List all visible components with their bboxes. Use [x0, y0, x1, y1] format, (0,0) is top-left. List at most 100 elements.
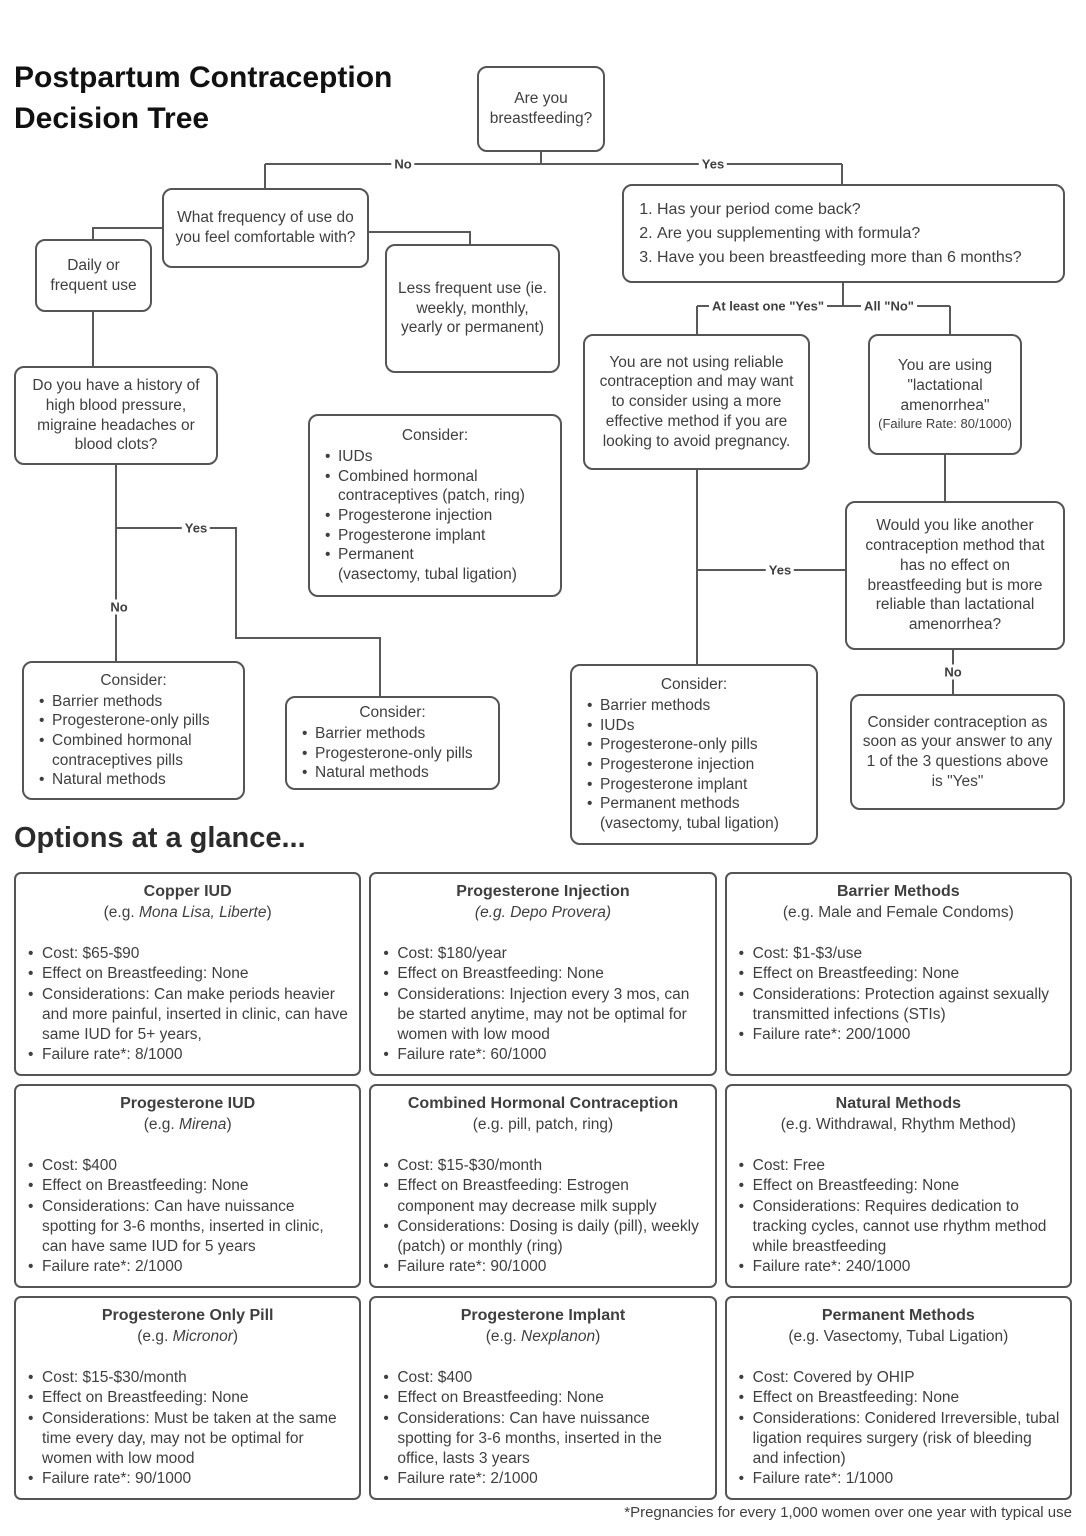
option-card-title: Barrier Methods [836, 883, 960, 900]
bullet-cost: Cost: $400 [380, 1368, 705, 1389]
node-would-like-another-method: Would you like another contraception met… [845, 501, 1065, 650]
consider-item: IUDs [585, 716, 809, 736]
consider-title: Consider: [660, 676, 728, 694]
bullet-considerations: Considerations: Injection every 3 mos, c… [380, 985, 705, 1046]
node-consider-contraception-asap: Consider contraception as soon as your a… [850, 694, 1065, 810]
node-history-question: Do you have a history of high blood pres… [14, 366, 218, 465]
option-card-bullets: Cost: Free Effect on Breastfeeding: None… [736, 1156, 1061, 1278]
node-text: Do you have a history of high blood pres… [32, 377, 200, 454]
node-frequency-question: What frequency of use do you feel comfor… [162, 188, 369, 268]
subtitle-text: ) [266, 903, 272, 921]
bullet-considerations: Considerations: Requires dedication to t… [736, 1197, 1061, 1258]
consider-title: Consider: [359, 704, 426, 722]
node-text: Daily or frequent use [50, 256, 137, 294]
edge-label-no: No [941, 664, 965, 680]
option-card-progesterone-iud: Progesterone IUD (e.g. Mirena) Cost: $40… [14, 1084, 362, 1288]
bullet-failure-rate: Failure rate*: 60/1000 [380, 1045, 705, 1066]
option-card-bullets: Cost: $400 Effect on Breastfeeding: None… [380, 1368, 705, 1490]
option-card-subtitle: (e.g. Mona Lisa, Liberte) [25, 903, 350, 923]
bullet-failure-rate: Failure rate*: 200/1000 [736, 1025, 1061, 1046]
consider-item: Progesterone implant [585, 775, 809, 795]
option-card-bullets: Cost: $400 Effect on Breastfeeding: None… [25, 1156, 350, 1278]
bullet-considerations: Considerations: Can have nuissance spott… [25, 1197, 350, 1258]
subtitle-brand: (e.g. Depo Provera) [474, 903, 612, 921]
node-text: You are not using reliable contraception… [599, 353, 794, 450]
bullet-cost: Cost: $1-$3/use [736, 944, 1061, 965]
node-text: Consider contraception as soon as your a… [862, 713, 1053, 790]
option-card-subtitle: (e.g. Micronor) [25, 1327, 350, 1347]
bullet-effect: Effect on Breastfeeding: None [25, 1176, 350, 1197]
bullet-effect: Effect on Breastfeeding: None [380, 1388, 705, 1409]
consider-item: Natural methods [300, 763, 491, 783]
option-card-title: Progesterone Injection [456, 883, 630, 900]
option-card-bullets: Cost: $15-$30/month Effect on Breastfeed… [25, 1368, 350, 1490]
consider-item: Barrier methods [37, 692, 236, 712]
node-not-reliable-contraception: You are not using reliable contraception… [583, 334, 810, 470]
subtitle-text: (e.g. Male and Female Condoms) [782, 903, 1014, 921]
questions-list: Has your period come back? Are you suppl… [631, 198, 1056, 270]
option-card-title: Progesterone Only Pill [101, 1307, 274, 1324]
consider-title: Consider: [100, 671, 167, 689]
bullet-considerations: Considerations: Must be taken at the sam… [25, 1409, 350, 1470]
edge-label-yes: Yes [698, 156, 728, 172]
option-card-bullets: Cost: $15-$30/month Effect on Breastfeed… [380, 1156, 705, 1278]
consider-list: Barrier methods Progesterone-only pills … [294, 724, 491, 783]
consider-item: Progesterone-only pills [37, 711, 236, 731]
edge-label-no: No [107, 599, 131, 615]
subtitle-text: (e.g. pill, patch, ring) [472, 1115, 614, 1133]
subtitle-brand: Nexplanon [521, 1327, 596, 1345]
option-card-progesterone-only-pill: Progesterone Only Pill (e.g. Micronor) C… [14, 1296, 362, 1500]
question-item: Has your period come back? [657, 198, 1056, 222]
bullet-considerations: Considerations: Can have nuissance spott… [380, 1409, 705, 1470]
question-item: Have you been breastfeeding more than 6 … [657, 246, 1056, 270]
node-consider-less-frequent: Consider: IUDs Combined hormonal contrac… [308, 414, 562, 597]
consider-list: Barrier methods IUDs Progesterone-only p… [579, 696, 809, 834]
edge-label-all-no: All "No" [861, 298, 917, 314]
node-lactational-amenorrhea: You are using "lactational amenorrhea" (… [868, 334, 1022, 455]
option-card-natural-methods: Natural Methods (e.g. Withdrawal, Rhythm… [724, 1084, 1072, 1288]
option-card-bullets: Cost: Covered by OHIP Effect on Breastfe… [736, 1368, 1061, 1490]
node-three-questions: Has your period come back? Are you suppl… [622, 184, 1065, 283]
node-text: You are using "lactational amenorrhea" [897, 357, 993, 414]
option-card-copper-iud: Copper IUD (e.g. Mona Lisa, Liberte) Cos… [14, 872, 362, 1076]
node-consider-daily-no: Consider: Barrier methods Progesterone-o… [22, 661, 245, 800]
subtitle-text: ) [232, 1327, 239, 1345]
option-card-subtitle: (e.g. Depo Provera) [380, 903, 705, 923]
option-card-subtitle: (e.g. pill, patch, ring) [380, 1115, 705, 1135]
options-heading: Options at a glance... [14, 822, 306, 854]
bullet-effect: Effect on Breastfeeding: None [25, 964, 350, 985]
edge-label-yes: Yes [765, 562, 795, 578]
bullet-failure-rate: Failure rate*: 8/1000 [25, 1045, 350, 1066]
consider-item: Combined hormonal contraceptives pills [37, 731, 236, 770]
option-card-subtitle: (e.g. Nexplanon) [380, 1327, 705, 1347]
bullet-considerations: Considerations: Protection against sexua… [736, 985, 1061, 1026]
option-card-title: Progesterone Implant [460, 1307, 626, 1324]
option-card-combined-hormonal: Combined Hormonal Contraception (e.g. pi… [369, 1084, 717, 1288]
subtitle-brand: Micronor [172, 1327, 233, 1345]
option-card-progesterone-implant: Progesterone Implant (e.g. Nexplanon) Co… [369, 1296, 717, 1500]
consider-item: Combined hormonal contraceptives (patch,… [323, 467, 553, 506]
option-card-bullets: Cost: $65-$90 Effect on Breastfeeding: N… [25, 944, 350, 1066]
page-title: Postpartum Contraception Decision Tree [14, 61, 393, 135]
option-card-subtitle: (e.g. Vasectomy, Tubal Ligation) [736, 1327, 1061, 1347]
option-card-title: Combined Hormonal Contraception [407, 1095, 679, 1112]
bullet-cost: Cost: $65-$90 [25, 944, 350, 965]
node-text: Less frequent use (ie. weekly, monthly, … [397, 279, 548, 337]
bullet-failure-rate: Failure rate*: 2/1000 [380, 1469, 705, 1490]
edge-label-at-least-one-yes: At least one "Yes" [708, 298, 828, 314]
option-card-permanent-methods: Permanent Methods (e.g. Vasectomy, Tubal… [724, 1296, 1072, 1500]
bullet-cost: Cost: $15-$30/month [25, 1368, 350, 1389]
node-less-frequent-use: Less frequent use (ie. weekly, monthly, … [385, 244, 560, 373]
option-card-title: Natural Methods [835, 1095, 961, 1112]
bullet-considerations: Considerations: Dosing is daily (pill), … [380, 1217, 705, 1258]
question-item: Are you supplementing with formula? [657, 222, 1056, 246]
options-grid: Copper IUD (e.g. Mona Lisa, Liberte) Cos… [14, 872, 1072, 1500]
option-card-subtitle: (e.g. Male and Female Condoms) [736, 903, 1061, 923]
option-card-barrier-methods: Barrier Methods (e.g. Male and Female Co… [724, 872, 1072, 1076]
bullet-effect: Effect on Breastfeeding: None [736, 1388, 1061, 1409]
node-consider-breastfeeding: Consider: Barrier methods IUDs Progester… [570, 664, 818, 845]
consider-item: Barrier methods [300, 724, 491, 744]
option-card-subtitle: (e.g. Withdrawal, Rhythm Method) [736, 1115, 1061, 1135]
subtitle-text: (e.g. Vasectomy, Tubal Ligation) [788, 1327, 1009, 1345]
